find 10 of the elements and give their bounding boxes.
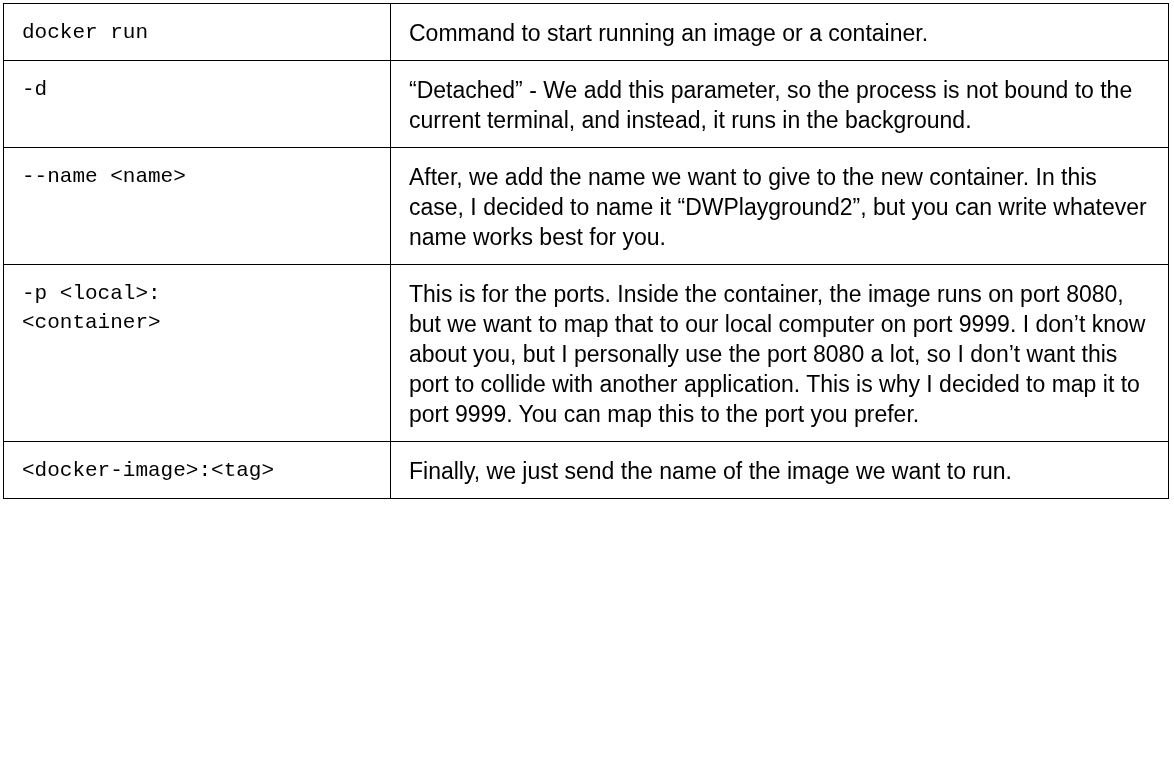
command-text: <docker-image>:<tag> xyxy=(22,458,275,484)
command-text: -p <local>:<container> xyxy=(22,281,162,336)
description-text: After, we add the name we want to give to the new container. In this case, I decided to name it “DWPlayground2”, but you can write whatever name works best for you. xyxy=(409,163,1148,252)
command-text: --name <name> xyxy=(22,164,186,190)
description-text: This is for the ports. Inside the container, the image runs on port 8080, but we want to map that to our local computer on port 9999. I don’t know about you, but I personally use the port 8080 a lot, so I don’t want this port to collide with another application. This is why I decided to map it to port 9999. You can map this to the port you prefer. xyxy=(409,280,1147,429)
description-text: Command to start running an image or a container. xyxy=(409,19,929,48)
command-text: -d xyxy=(22,77,48,103)
description-text: Finally, we just send the name of the image we want to run. xyxy=(409,457,1012,486)
command-text: docker run xyxy=(22,20,149,46)
description-text: “Detached” - We add this parameter, so the process is not bound to the current terminal, and instead, it runs in the background. xyxy=(409,76,1134,135)
